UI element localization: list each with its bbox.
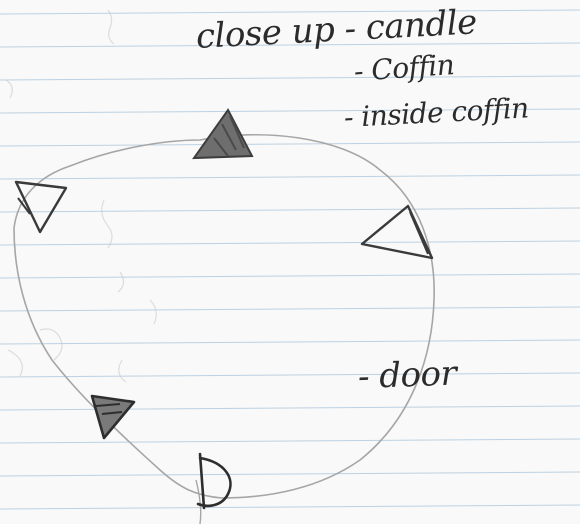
loop-path <box>13 133 435 499</box>
camera-triangle-left <box>14 180 68 234</box>
door-glyph <box>196 452 232 510</box>
note-door: - door <box>357 353 457 397</box>
note-coffin: - Coffin <box>352 48 456 88</box>
ruled-lines <box>0 9 580 510</box>
loop-tail <box>195 479 202 524</box>
bleed-through-marks <box>5 9 157 383</box>
camera-triangle-right <box>360 204 434 260</box>
camera-triangle-lower-left <box>90 394 136 440</box>
camera-triangle-top <box>192 108 254 160</box>
